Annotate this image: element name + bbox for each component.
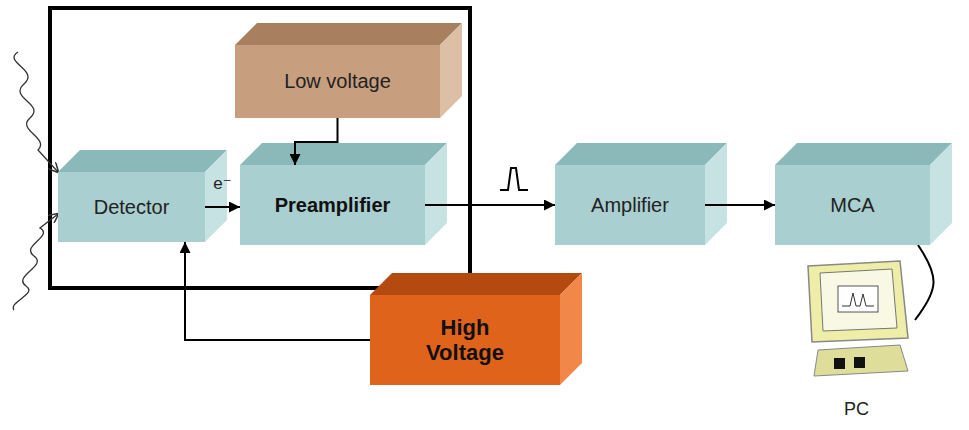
- housing-outline: [50, 8, 470, 288]
- radiation-wave: [14, 52, 58, 172]
- edge-label: e⁻: [213, 173, 231, 194]
- box-3d-faces: [370, 273, 582, 385]
- box-label: MCA: [830, 194, 874, 217]
- signal-connector: [205, 206, 240, 208]
- mca-box: MCA: [775, 165, 930, 245]
- radiation-wave: [13, 214, 58, 310]
- signal-connector: [915, 245, 934, 320]
- box-label: High Voltage: [415, 315, 515, 366]
- preamplifier-box: Preamplifier: [240, 165, 425, 245]
- box-3d-faces: [240, 143, 447, 245]
- signal-connector: [425, 204, 555, 206]
- pc-icon: PC: [798, 258, 915, 424]
- signal-connector: [185, 242, 370, 340]
- amplifier-box: Amplifier: [555, 165, 705, 245]
- power-supply-box: Low voltage: [235, 45, 440, 118]
- pulse-symbol: [500, 168, 528, 190]
- detector-box: Detector: [58, 172, 205, 242]
- box-3d-faces: [555, 143, 727, 245]
- signal-connector: [705, 204, 775, 206]
- box-3d-faces: [58, 150, 227, 242]
- box-label: Detector: [94, 196, 170, 219]
- box-label: Preamplifier: [275, 194, 391, 217]
- device-label: PC: [844, 399, 869, 424]
- box-3d-faces: [775, 143, 952, 245]
- signal-connector: [295, 118, 338, 165]
- box-label: Amplifier: [591, 194, 669, 217]
- box-3d-faces: [235, 23, 462, 118]
- box-label: Low voltage: [284, 70, 391, 93]
- high-voltage-box: High Voltage: [370, 295, 560, 385]
- monitor-icon: [798, 258, 915, 383]
